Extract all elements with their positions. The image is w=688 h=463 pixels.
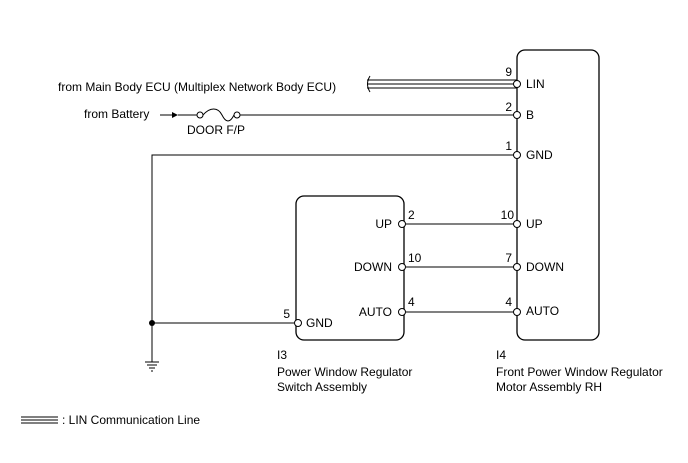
switch-terminal-gnd	[294, 319, 302, 327]
motor-terminal-gnd	[513, 151, 521, 159]
legend-label: : LIN Communication Line	[62, 413, 200, 427]
switch-pin-num: 2	[408, 208, 415, 222]
switch-pin-num: 5	[283, 307, 290, 321]
motor-pin-label: DOWN	[526, 260, 564, 274]
motor-terminal-down	[513, 263, 521, 271]
motor-terminal-up	[513, 220, 521, 228]
switch-pin-label: DOWN	[354, 260, 392, 274]
motor-terminals	[513, 80, 521, 316]
switch-terminal-auto	[398, 308, 406, 316]
motor-name: Motor Assembly RH	[496, 380, 602, 394]
switch-terminals	[294, 220, 406, 327]
switch-name: Switch Assembly	[277, 380, 367, 394]
motor-pin-label: B	[526, 108, 534, 122]
motor-code: I4	[496, 348, 506, 362]
switch-pin-label: UP	[375, 217, 392, 231]
ground-icon	[145, 361, 159, 372]
fuse-label: DOOR F/P	[187, 123, 245, 137]
motor-gnd-wire	[151, 154, 515, 362]
source-battery: from Battery	[84, 107, 149, 121]
fuse-icon	[196, 108, 241, 122]
motor-pin-num: 7	[505, 251, 512, 265]
switch-terminal-up	[398, 220, 406, 228]
motor-pin-num: 4	[505, 295, 512, 309]
motor-terminal-b	[513, 111, 521, 119]
switch-terminal-down	[398, 263, 406, 271]
motor-assembly-box	[516, 49, 600, 341]
switch-pin-num: 4	[408, 295, 415, 309]
motor-pin-num: 10	[501, 208, 515, 222]
motor-pin-label: UP	[526, 217, 543, 231]
junction-dot	[149, 320, 155, 326]
switch-pin-num: 10	[408, 251, 422, 265]
switch-code: I3	[277, 348, 287, 362]
lin-communication-line	[367, 75, 517, 93]
motor-pin-num: 1	[505, 139, 512, 153]
switch-pin-label: AUTO	[359, 305, 392, 319]
source-main-body-ecu: from Main Body ECU (Multiplex Network Bo…	[58, 80, 336, 94]
switch-name: Power Window Regulator	[277, 365, 412, 379]
switch-pin-label: GND	[306, 316, 333, 330]
motor-pin-num: 2	[505, 100, 512, 114]
motor-pin-label: GND	[526, 148, 553, 162]
motor-pin-label: LIN	[526, 77, 545, 91]
legend-lin-line-icon	[21, 416, 58, 424]
battery-arrow-icon	[160, 112, 178, 118]
motor-pin-label: AUTO	[526, 304, 559, 318]
motor-terminal-lin	[513, 80, 521, 88]
motor-terminal-auto	[513, 308, 521, 316]
motor-name: Front Power Window Regulator	[496, 365, 663, 379]
motor-pin-num: 9	[505, 65, 512, 79]
